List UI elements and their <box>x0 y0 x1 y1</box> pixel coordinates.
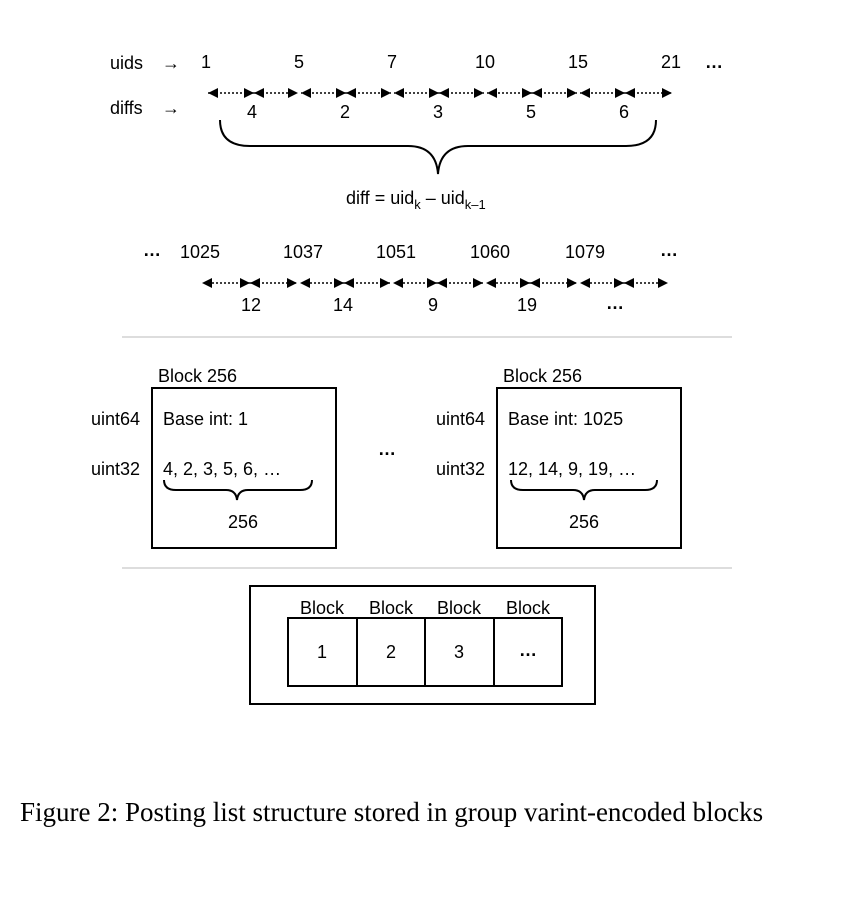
list-cell-value: 2 <box>386 642 396 662</box>
list-cell-value: … <box>519 640 537 660</box>
type-label: uint32 <box>91 459 140 479</box>
uid-value: 1037 <box>283 242 323 262</box>
diffs-label: diffs <box>110 98 143 118</box>
uid-value: 1 <box>201 52 211 72</box>
uids-label: uids <box>110 53 143 73</box>
diffs-arrow: → <box>162 98 180 118</box>
diff-value: 6 <box>619 102 629 122</box>
row2-leading-ellipsis: … <box>143 240 161 260</box>
list-header: Block <box>506 598 551 618</box>
type-label: uint32 <box>436 459 485 479</box>
uid-value: 15 <box>568 52 588 72</box>
block-right: Block 256 uint64 Base int: 1025 uint32 1… <box>436 366 682 549</box>
list-header: Block <box>437 598 482 618</box>
block-count: 256 <box>569 512 599 532</box>
uids-arrow: → <box>162 53 180 73</box>
diff-value: 4 <box>247 102 257 122</box>
uid-value: 1025 <box>180 242 220 262</box>
base-int: Base int: 1025 <box>508 409 623 429</box>
posting-list: Block Block Block Block 1 2 3 … <box>249 585 596 705</box>
list-cell <box>493 617 563 687</box>
diff-value: 3 <box>433 102 443 122</box>
block-diffs: 12, 14, 9, 19, … <box>508 459 636 479</box>
uid-value: 1079 <box>565 242 605 262</box>
diff-value: 9 <box>428 295 438 315</box>
uids-trailing-ellipsis: … <box>705 52 723 72</box>
list-header: Block <box>300 598 345 618</box>
block-box <box>151 387 337 549</box>
diff-value: 2 <box>340 102 350 122</box>
blocks-ellipsis: … <box>378 439 396 459</box>
base-int: Base int: 1 <box>163 409 248 429</box>
diff-value: … <box>606 293 624 313</box>
block-count: 256 <box>228 512 258 532</box>
list-cell-value: 1 <box>317 642 327 662</box>
block-brace <box>510 479 658 501</box>
figure-caption: Figure 2: Posting list structure stored … <box>20 797 764 827</box>
block-left: Block 256 uint64 Base int: 1 uint32 4, 2… <box>91 366 337 549</box>
uid-value: 5 <box>294 52 304 72</box>
uid-value: 1060 <box>470 242 510 262</box>
block-title: Block 256 <box>158 366 237 386</box>
posting-list-frame <box>249 585 596 705</box>
diff-value: 5 <box>526 102 536 122</box>
diff-value: 12 <box>241 295 261 315</box>
diff-range-brace <box>219 119 657 175</box>
list-header: Block <box>369 598 414 618</box>
uid-value: 7 <box>387 52 397 72</box>
uid-value: 10 <box>475 52 495 72</box>
block-box <box>496 387 682 549</box>
block-diffs: 4, 2, 3, 5, 6, … <box>163 459 281 479</box>
diff-value: 19 <box>517 295 537 315</box>
list-cell-value: 3 <box>454 642 464 662</box>
row2-trailing-ellipsis: … <box>660 240 678 260</box>
uid-value: 1051 <box>376 242 416 262</box>
type-label: uint64 <box>91 409 140 429</box>
type-label: uint64 <box>436 409 485 429</box>
uid-value: 21 <box>661 52 681 72</box>
diff-value: 14 <box>333 295 353 315</box>
block-title: Block 256 <box>503 366 582 386</box>
block-brace <box>163 479 313 501</box>
diff-formula: diff = uidk – uidk–1 <box>346 188 486 212</box>
